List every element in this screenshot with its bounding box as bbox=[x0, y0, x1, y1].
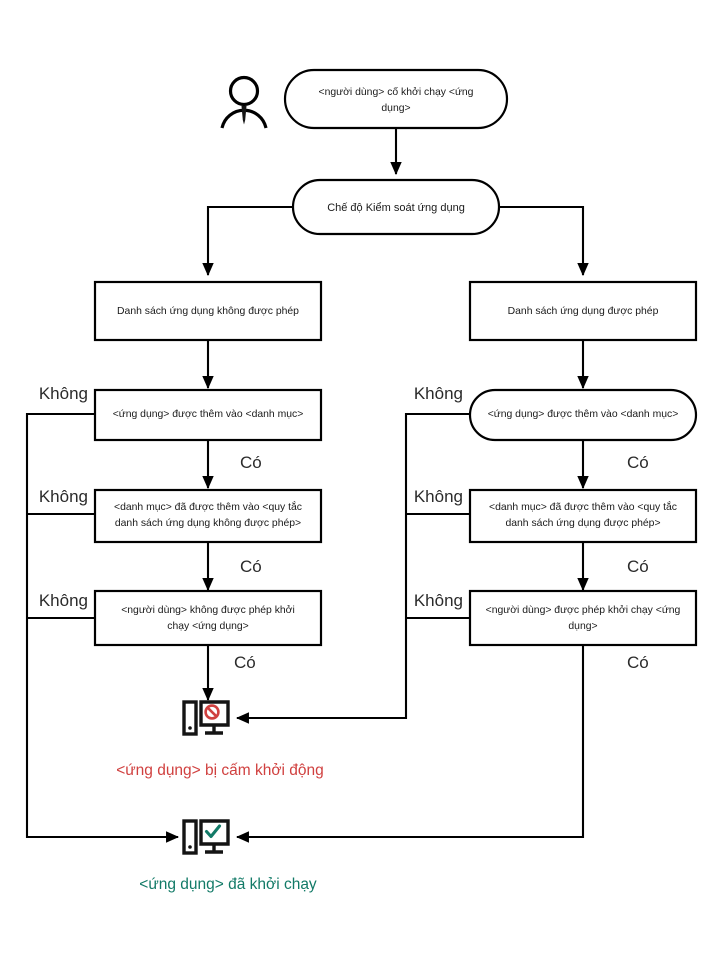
node-right2-line2: danh sách ứng dụng được phép> bbox=[505, 518, 660, 529]
node-right3-line1: <người dùng> được phép khởi chạy <ứng bbox=[486, 604, 681, 616]
edge-mode-to-denylist bbox=[202, 205, 293, 277]
edge-label-right-no-3: Không bbox=[414, 591, 463, 610]
node-right1-label: <ứng dụng> được thêm vào <danh mục> bbox=[488, 409, 679, 420]
node-start-line1: <người dùng> cố khởi chạy <ứng bbox=[319, 86, 474, 98]
node-right3-line2: dụng> bbox=[568, 621, 597, 632]
edge-label-left-yes-3: Có bbox=[234, 653, 256, 672]
node-right-category-in-rule: <danh mục> đã được thêm vào <quy tắc dan… bbox=[468, 488, 698, 544]
node-allowlist-label: Danh sách ứng dụng được phép bbox=[508, 306, 659, 317]
node-left-category-in-rule: <danh mục> đã được thêm vào <quy tắc dan… bbox=[93, 488, 323, 544]
edge-right3-yes-to-allowed bbox=[235, 645, 585, 843]
node-start: <người dùng> cố khởi chạy <ứng dụng> bbox=[283, 68, 509, 130]
edge-label-left-yes-2: Có bbox=[240, 557, 262, 576]
outcome-allowed-label: <ứng dụng> đã khởi chạy bbox=[139, 876, 317, 893]
node-left2-line1: <danh mục> đã được thêm vào <quy tắc bbox=[114, 500, 302, 513]
edge-label-left-no-3: Không bbox=[39, 591, 88, 610]
edge-label-left-no-1: Không bbox=[39, 384, 88, 403]
node-allowlist: Danh sách ứng dụng được phép bbox=[468, 280, 698, 342]
edge-label-left-yes-1: Có bbox=[240, 453, 262, 472]
edge-label-right-yes-3: Có bbox=[627, 653, 649, 672]
node-left-user-denied: <người dùng> không được phép khởi chạy <… bbox=[93, 589, 323, 647]
node-left2-line2: danh sách ứng dụng không được phép> bbox=[115, 518, 301, 529]
node-start-line2: dụng> bbox=[381, 103, 410, 114]
node-mode: Chế độ Kiểm soát ứng dụng bbox=[291, 178, 501, 236]
edge-right1-no-to-denied bbox=[235, 412, 470, 724]
node-left-app-in-category: <ứng dụng> được thêm vào <danh mục> bbox=[93, 388, 323, 442]
edge-mode-to-allowlist bbox=[499, 205, 589, 277]
node-denylist: Danh sách ứng dụng không được phép bbox=[93, 280, 323, 342]
edge-left1-no-to-allowed bbox=[25, 412, 180, 843]
node-left3-line2: chạy <ứng dụng> bbox=[167, 621, 249, 632]
computer-blocked-icon bbox=[182, 700, 230, 736]
node-mode-label: Chế độ Kiểm soát ứng dụng bbox=[327, 202, 465, 214]
edge-label-right-yes-1: Có bbox=[627, 453, 649, 472]
node-right-app-in-category: <ứng dụng> được thêm vào <danh mục> bbox=[468, 388, 698, 442]
node-left3-line1: <người dùng> không được phép khởi bbox=[121, 604, 295, 616]
node-left1-label: <ứng dụng> được thêm vào <danh mục> bbox=[113, 409, 304, 420]
edge-label-right-yes-2: Có bbox=[627, 557, 649, 576]
edge-label-left-no-2: Không bbox=[39, 487, 88, 506]
node-right2-line1: <danh mục> đã được thêm vào <quy tắc bbox=[489, 500, 677, 513]
node-right-user-allowed: <người dùng> được phép khởi chạy <ứng dụ… bbox=[468, 589, 698, 647]
computer-allowed-icon bbox=[182, 819, 230, 855]
edge-label-right-no-1: Không bbox=[414, 384, 463, 403]
edge-label-right-no-2: Không bbox=[414, 487, 463, 506]
person-icon bbox=[220, 75, 268, 129]
node-denylist-label: Danh sách ứng dụng không được phép bbox=[117, 306, 299, 317]
outcome-denied-label: <ứng dụng> bị cấm khởi động bbox=[116, 762, 324, 779]
